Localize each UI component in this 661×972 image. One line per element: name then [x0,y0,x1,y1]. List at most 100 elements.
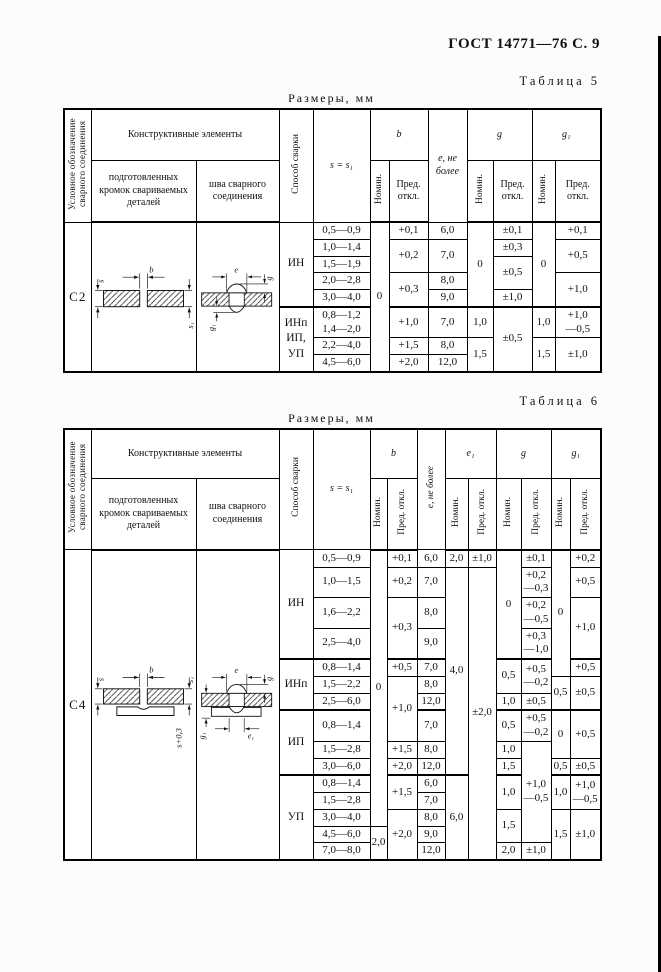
table6-size-label: Размеры, мм [288,410,375,425]
s-range: 3,0—6,0 [312,757,371,776]
scanned-standard-page: { "page": { "doc_header": "ГОСТ 14771—76… [0,36,661,972]
right-plate [243,291,272,307]
b-deviation: +1,5 [386,774,418,810]
g1-nominal: 1,5 [531,337,556,373]
seam-drawing: e g g₁ e₁ [195,549,280,861]
e-value: 8,0 [427,337,468,355]
weld-method: ИНп ИП, УП [278,305,314,373]
weld-root [227,706,245,714]
g1-nominal: 0,5 [550,757,571,776]
backing-strip [115,706,174,717]
header-g-nominal-label: Номин. [474,173,485,204]
b-deviation: +1,5 [386,740,418,759]
g1-deviation: +1,0 —0,5 [569,774,602,810]
s-range: 1,5—2,8 [312,792,371,810]
g1-deviation: +1,0 [554,272,602,308]
g-nominal: 1,5 [495,808,522,844]
header-e-max-label: e, не более [425,466,436,509]
g-deviation: ±0,1 [492,221,533,240]
header-constructive: Конструктивные элементы [90,108,280,161]
header-weld-method-label: Способ сварки [290,457,301,518]
g-deviation: ±1,0 [492,288,533,308]
header-designation: Условное обозначение сварного соединения [63,108,92,223]
e-value: 6,0 [427,221,468,240]
weld-fill [228,292,245,307]
e1-nominal: 4,0 [444,566,469,776]
header-g1-nominal: Номин. [531,160,556,223]
header-g1-deviation: Пред. откл. [554,160,602,223]
e-value: 12,0 [416,692,446,711]
weld-fill [228,693,245,708]
weld-method: ИН [278,549,314,660]
g1-nominal: 1,0 [531,305,556,339]
g-nominal: 0,5 [495,658,522,694]
b-deviation: +1,0 [386,675,418,742]
s-range: 1,5—2,8 [312,740,371,759]
e-value: 8,0 [427,272,468,290]
header-b-nominal: Номин. [369,477,388,551]
header-g-nominal: Номин. [466,160,494,223]
s-range: 1,5—1,9 [312,255,371,274]
e-value: 6,0 [416,774,446,794]
g-deviation: ±0,3 [492,238,533,257]
g-deviation: +0,5 —0,2 [520,658,552,694]
dim-label-s: s [95,279,105,283]
g1-nominal: 1,5 [550,808,571,861]
e-value: 8,0 [416,740,446,759]
header-e-max: e, не более [416,428,446,551]
b-nominal: 0 [369,549,388,827]
b-deviation: +1,0 [388,305,429,339]
e-value: 7,0 [416,657,446,677]
s-range: 0,8—1,4 [312,774,371,794]
b-deviation: +0,3 [388,272,429,308]
right-plate [146,289,184,307]
g1-deviation: +0,1 [554,221,602,240]
header-b: b [369,108,429,161]
g-deviation: ±0,5 [520,692,552,711]
header-e1-nominal: Номин. [444,477,469,551]
weld-cap [225,684,248,695]
table6: Условное обозначение сварного соединения… [63,427,603,861]
header-weld-seam: шва сварного соединения [195,477,280,551]
g-deviation: +1,0 —0,5 [520,740,552,844]
scan-edge-artifact [658,36,661,972]
header-g-deviation-label: Пред. откл. [530,488,541,535]
e-value: 8,0 [416,808,446,827]
s-range: 4,5—6,0 [312,353,371,373]
g-deviation: +0,2 —0,5 [520,597,552,629]
dim-label-s1: s₁ [185,322,194,328]
s-range: 1,6—2,2 [312,597,371,629]
g1-deviation: ±1,0 [554,337,602,373]
e-value: 9,0 [416,627,446,660]
b-deviation: +2,0 [386,757,418,776]
g1-deviation: +1,0 —0,5 [554,305,602,339]
g-deviation: ±0,1 [520,549,552,568]
weld-root [227,305,245,313]
dim-label-g1: g₁ [199,733,206,740]
g-deviation: +0,5 —0,2 [520,709,552,742]
b-deviation: +0,1 [386,549,418,568]
s-range: 2,0—2,8 [312,272,371,290]
joint-designation: С4 [63,549,92,861]
header-weld-method-label: Способ сварки [290,133,301,194]
g1-nominal: 0,5 [550,675,571,711]
header-e1-nominal-label: Номин. [451,496,462,527]
e-value: 7,0 [416,709,446,742]
header-g-deviation: Пред. откл. [492,160,533,223]
header-weld-method: Способ сварки [278,108,314,223]
header-designation-label: Условное обозначение сварного соединения [66,441,87,534]
header-b-deviation-label: Пред. откл. [396,488,407,535]
s-range: 2,5—6,0 [312,692,371,711]
g1-nominal: 1,0 [550,774,571,810]
s-range: 3,0—4,0 [312,808,371,827]
g1-deviation: +0,2 [569,549,602,568]
header-e1: e₁ [444,428,497,479]
g1-deviation: +0,5 [569,657,602,677]
g1-deviation: ±1,0 [569,808,602,861]
header-g1: g₁ [531,108,602,161]
b-deviation: +2,0 [388,353,429,373]
g1-deviation: +1,0 [569,597,602,660]
header-s: s = s₁ [312,108,371,223]
s-range: 3,0—4,0 [312,288,371,308]
g-nominal: 1,0 [495,774,522,810]
